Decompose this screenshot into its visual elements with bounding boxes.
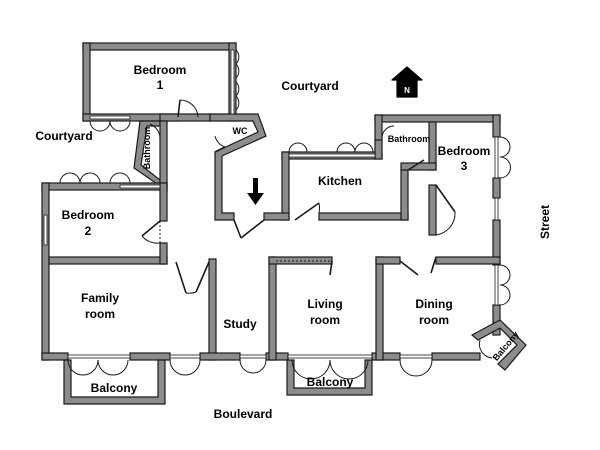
bathroom-right-label: Bathroom	[388, 134, 431, 144]
bedroom-1-number: 1	[157, 78, 164, 92]
entrance-arrow-icon	[247, 178, 264, 205]
kitchen-label: Kitchen	[318, 174, 362, 188]
bathroom-left-label: Bathroom	[142, 127, 152, 170]
living-room-label: Living	[307, 297, 342, 311]
bedroom-3-label: Bedroom	[438, 144, 491, 158]
balcony-left-label: Balcony	[91, 381, 138, 395]
surrounding-labels: Courtyard Courtyard Street Boulevard	[35, 79, 552, 421]
balcony-middle-label: Balcony	[307, 375, 354, 389]
bedroom-2-label: Bedroom	[62, 208, 115, 222]
windows	[43, 49, 499, 359]
dining-room-label: Dining	[415, 297, 452, 311]
study-label: Study	[223, 317, 257, 331]
courtyard-left-label: Courtyard	[35, 129, 92, 143]
bedroom-3-number: 3	[461, 159, 468, 173]
room-labels: Bedroom 1 WC Bathroom Bedroom 2 Kitchen …	[62, 63, 521, 395]
courtyard-top-label: Courtyard	[281, 79, 338, 93]
family-room-label-2: room	[85, 307, 115, 321]
family-room-label: Family	[81, 291, 119, 305]
bedroom-1-label: Bedroom	[134, 63, 187, 77]
wc-label: WC	[233, 126, 248, 136]
compass-label: N	[404, 86, 410, 95]
bedroom-2-number: 2	[85, 224, 92, 238]
dining-room-label-2: room	[419, 313, 449, 327]
north-compass-icon: N	[391, 66, 423, 98]
door-swings	[59, 49, 511, 380]
living-room-label-2: room	[310, 313, 340, 327]
boulevard-label: Boulevard	[214, 407, 273, 421]
walls	[41, 42, 527, 405]
street-label: Street	[538, 205, 552, 239]
